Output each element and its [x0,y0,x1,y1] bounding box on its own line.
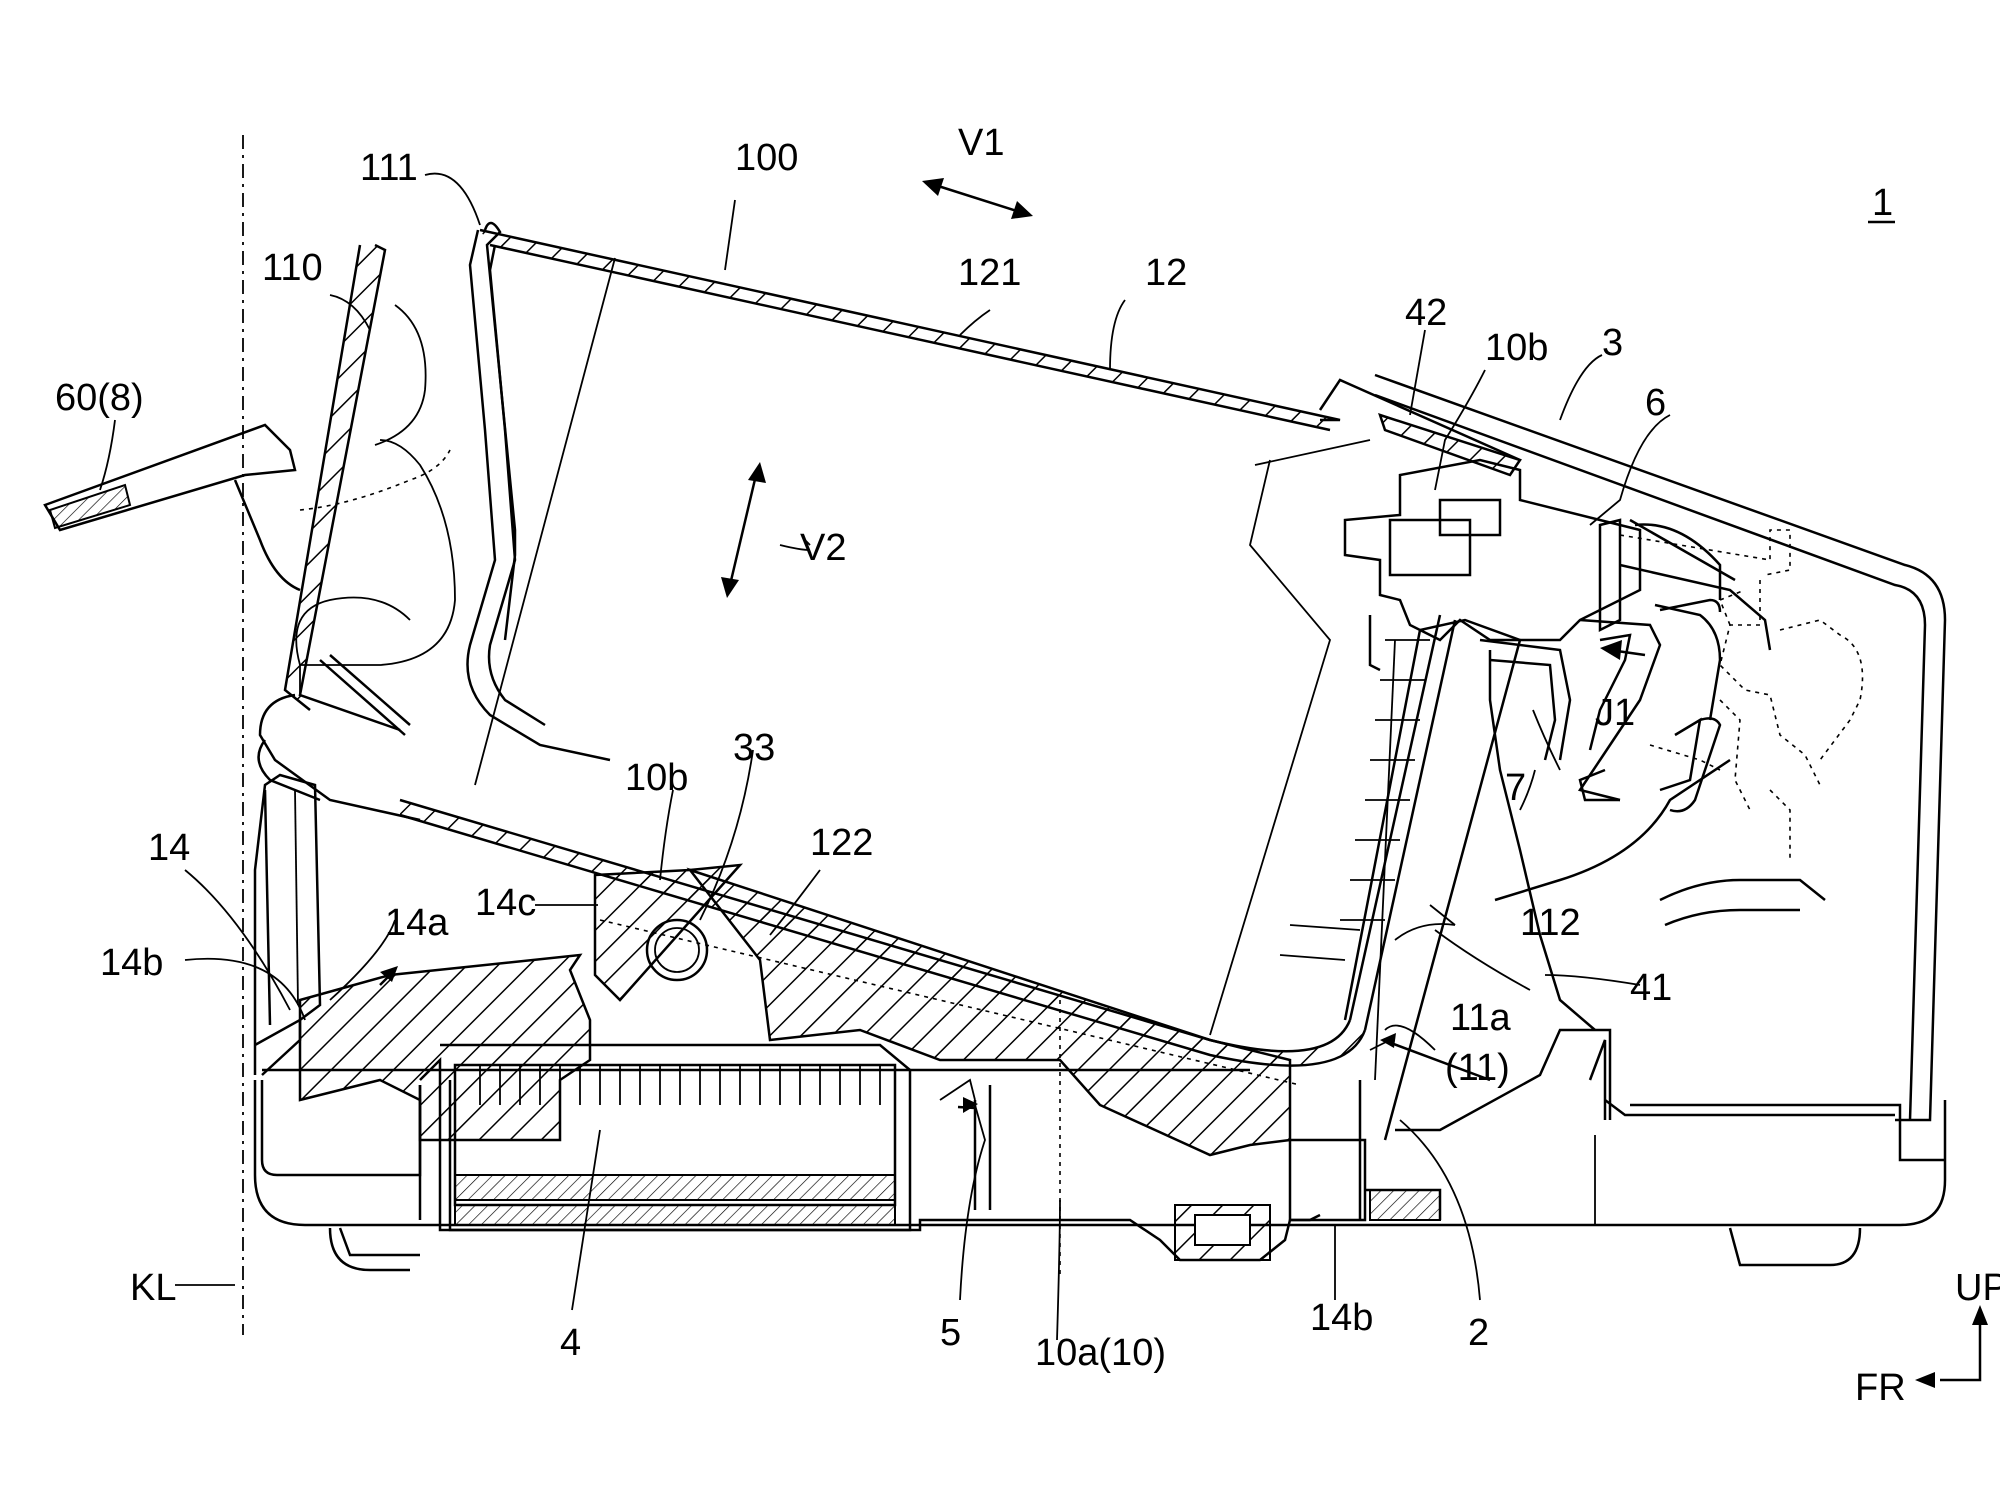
label-6: 6 [1645,382,1666,424]
label-10a: 10a(10) [1035,1332,1166,1374]
valve-unit [1318,378,1864,1031]
label-fr: FR [1855,1367,1906,1409]
label-60: 60(8) [55,377,144,419]
heater-block-14 [298,863,1301,1275]
leader-lines [99,172,1671,1341]
label-ref-number: 1 [1872,182,1893,224]
v1-arrow [922,178,1033,219]
label-110: 110 [262,247,323,289]
label-up: UP [1955,1267,2000,1309]
label-111: 111 [360,147,418,189]
label-41: 41 [1630,967,1672,1009]
cabinet-shell [1374,373,1947,1132]
label-14a: 14a [385,902,449,944]
label-14c: 14c [475,882,536,924]
label-2: 2 [1468,1312,1489,1354]
label-112: 112 [1520,902,1581,944]
front-ribs [1279,639,1430,961]
label-11a: 11a [1450,997,1511,1039]
tank-12 [399,228,1522,1141]
reference-labels: 1 100 V1 111 110 60(8) 121 12 42 10b 3 6… [55,122,2000,1409]
base-housing [253,1068,1947,1272]
label-10b-top: 10b [1485,327,1548,369]
label-11: (11) [1445,1047,1510,1089]
label-12: 12 [1145,252,1187,294]
heater-fins [479,1065,881,1105]
label-10b-mid: 10b [625,757,688,799]
label-j1: J1 [1595,692,1635,734]
label-14b-left: 14b [100,942,163,984]
label-14b-bottom: 14b [1310,1297,1373,1339]
label-v2: V2 [800,527,846,569]
label-100: 100 [735,137,798,179]
handle-110 [257,221,517,822]
label-121: 121 [958,252,1021,294]
heater-4 [419,1043,992,1232]
orientation-axes [1915,1305,1988,1388]
label-7: 7 [1505,767,1526,809]
v2-arrow [721,462,766,598]
pipe-60 [43,423,301,592]
label-122: 122 [810,822,873,864]
label-kl: KL [130,1267,176,1309]
label-4: 4 [560,1322,581,1364]
label-33: 33 [733,727,775,769]
label-v1: V1 [958,122,1004,164]
label-5: 5 [940,1312,961,1354]
label-42: 42 [1405,292,1447,334]
label-3: 3 [1602,322,1623,364]
label-14: 14 [148,827,190,869]
